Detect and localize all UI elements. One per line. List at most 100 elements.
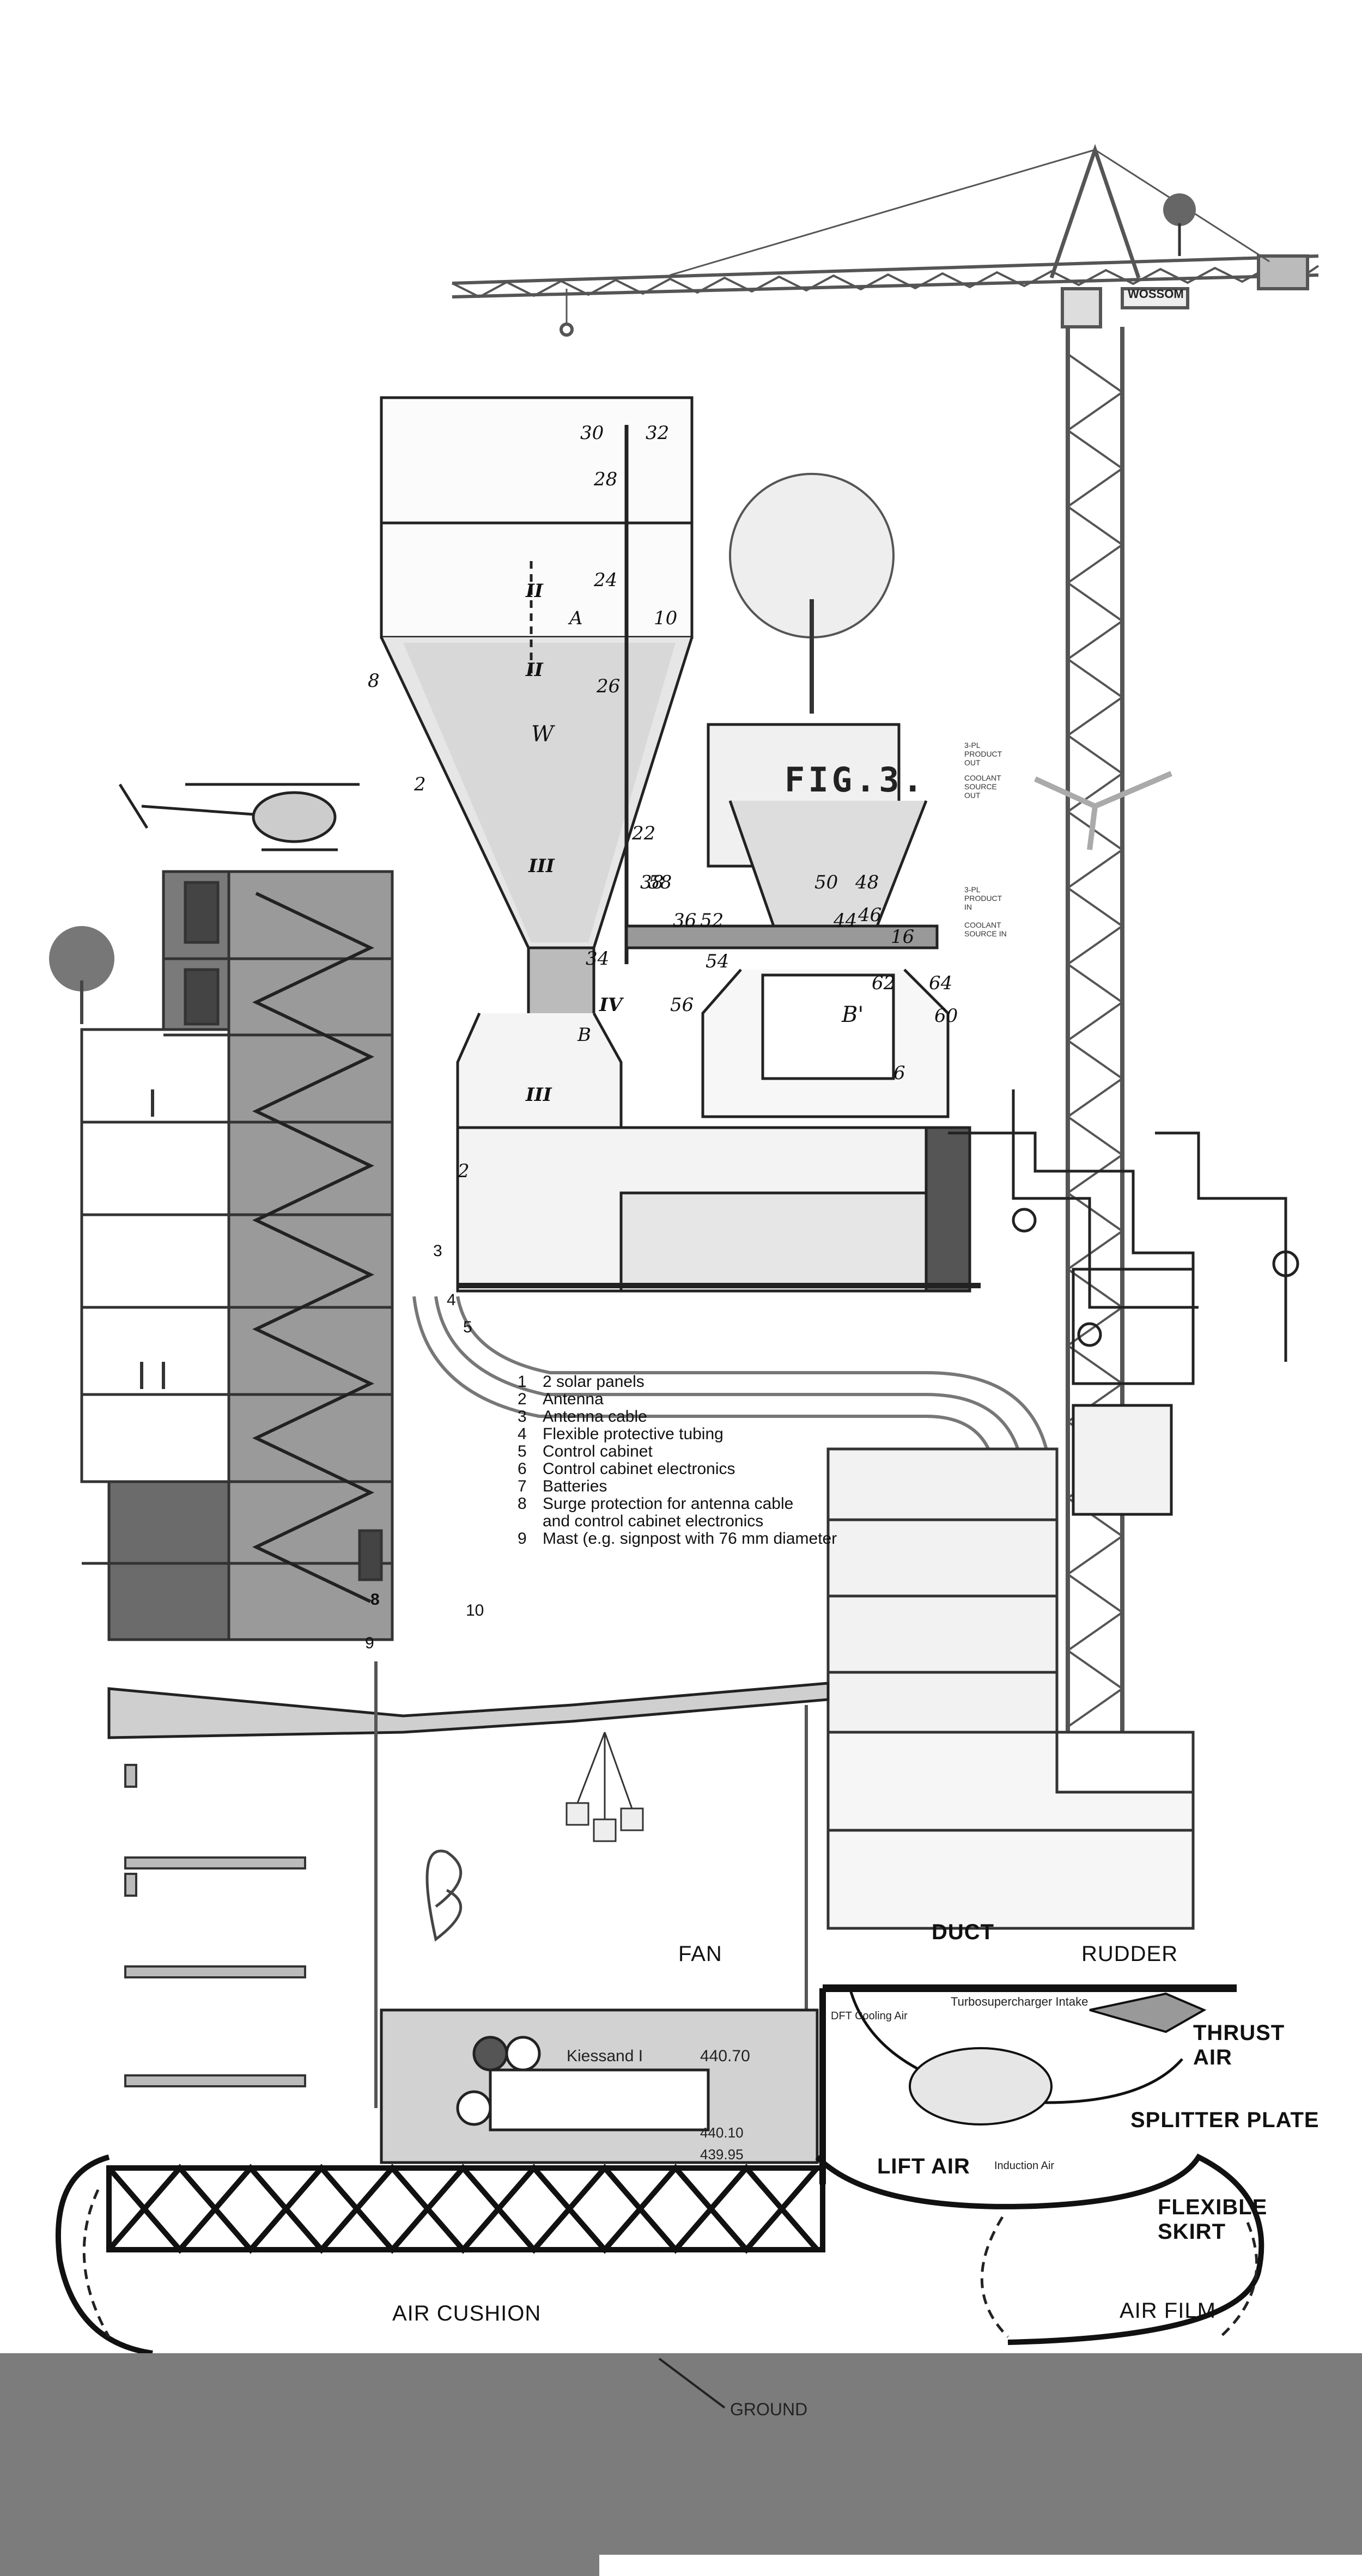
hanging-cubes bbox=[566, 1732, 644, 1842]
part-label: 2 bbox=[414, 774, 426, 795]
hovercraft-section bbox=[819, 1984, 1237, 2184]
legend-text: Control cabinet bbox=[543, 1442, 653, 1460]
part-label: 28 bbox=[594, 468, 618, 490]
part-label: 26 bbox=[597, 675, 621, 697]
part-label: 46 bbox=[858, 904, 882, 926]
right-building-section bbox=[826, 1447, 1195, 1930]
thrust-air-label: THRUST bbox=[1193, 2021, 1285, 2045]
callout-number: 3 bbox=[433, 1242, 442, 1260]
part-label: 22 bbox=[632, 823, 656, 844]
level-label: 440.70 bbox=[700, 2047, 750, 2065]
air-film-label: AIR FILM bbox=[1120, 2299, 1216, 2323]
flexible-skirt bbox=[56, 2153, 1264, 2356]
legend-text: Flexible protective tubing bbox=[543, 1425, 723, 1443]
legend-text: Mast (e.g. signpost with 76 mm diameter bbox=[543, 1530, 837, 1548]
legend-text: Batteries bbox=[543, 1477, 607, 1495]
duct-label: DUCT bbox=[932, 1920, 995, 1944]
air-cushion-arrows bbox=[82, 2189, 1258, 2338]
legend-number: 7 bbox=[518, 1477, 527, 1495]
lift-air-label: LIFT AIR bbox=[877, 2154, 970, 2178]
legend-number: 2 bbox=[518, 1390, 527, 1408]
basement-tank bbox=[380, 2008, 819, 2164]
crane-brand: WOSSOM bbox=[1128, 287, 1184, 301]
part-label: III bbox=[528, 855, 555, 877]
part-label: II bbox=[526, 659, 543, 681]
part-label: 52 bbox=[700, 910, 724, 931]
garden-slope bbox=[107, 1682, 830, 1739]
left-tree-icon bbox=[49, 926, 114, 1024]
legend-number: 9 bbox=[518, 1530, 527, 1548]
legend-text: 2 solar panels bbox=[543, 1373, 644, 1391]
level-label: 439.95 bbox=[700, 2146, 744, 2163]
legend-number: 3 bbox=[518, 1408, 527, 1426]
legend-number: 6 bbox=[518, 1460, 527, 1478]
legend-text: Surge protection for antenna cable bbox=[543, 1495, 794, 1513]
fig3-tower bbox=[625, 723, 950, 1118]
ground-label: GROUND bbox=[730, 2400, 808, 2419]
part-label: W bbox=[531, 722, 554, 747]
helicopter-icon bbox=[118, 783, 360, 851]
engine-label: Induction Air bbox=[994, 2160, 1055, 2172]
part-label: B bbox=[577, 1024, 591, 1046]
part-label: 38 bbox=[640, 872, 664, 893]
flexible-skirt-label: SKIRT bbox=[1158, 2220, 1226, 2244]
piping-schematic bbox=[948, 1089, 1299, 1728]
cushion-truss bbox=[106, 2164, 825, 2254]
product-out-label: 3-PL PRODUCT OUT bbox=[964, 741, 1002, 767]
part-label: 8 bbox=[368, 670, 380, 692]
part-label: 50 bbox=[814, 872, 838, 893]
part-label: 44 bbox=[834, 910, 858, 931]
air-cushion-label: AIR CUSHION bbox=[392, 2301, 542, 2325]
callout-number: 4 bbox=[447, 1291, 456, 1309]
crane-tree-icon bbox=[1163, 193, 1196, 256]
left-terraces bbox=[124, 1764, 306, 2087]
part-label: 24 bbox=[594, 569, 618, 591]
level-label: 440.10 bbox=[700, 2124, 744, 2141]
engine-label: DFT Cooling Air bbox=[831, 2010, 908, 2022]
left-building-section bbox=[80, 870, 394, 1641]
part-label: 54 bbox=[706, 951, 729, 972]
coolant-in-label: COOLANT SOURCE IN bbox=[964, 921, 1007, 938]
legend-text: Control cabinet electronics bbox=[543, 1460, 735, 1478]
splitter-plate-label: SPLITTER PLATE bbox=[1130, 2108, 1320, 2132]
part-label: A bbox=[569, 607, 583, 629]
figure-title: FIG.3. bbox=[785, 760, 926, 800]
callout-number: 9 bbox=[365, 1634, 374, 1652]
legend-number: 1 bbox=[518, 1373, 527, 1391]
legend-text: and control cabinet electronics bbox=[543, 1512, 764, 1530]
thrust-air-label: AIR bbox=[1193, 2045, 1232, 2069]
coolant-out-label: COOLANT SOURCE OUT bbox=[964, 774, 1001, 800]
material-label: Kiessand I bbox=[567, 2047, 643, 2065]
flexible-skirt-label: FLEXIBLE bbox=[1158, 2195, 1268, 2219]
callout-number: 10 bbox=[466, 1601, 484, 1619]
ground-band bbox=[0, 2353, 1362, 2576]
engine-label: Turbosupercharger Intake bbox=[951, 1995, 1089, 2008]
part-label: 6 bbox=[893, 1062, 905, 1084]
legend-number: 4 bbox=[518, 1425, 527, 1443]
center-hall-section bbox=[456, 1126, 981, 1293]
part-label: 56 bbox=[670, 994, 694, 1016]
part-label: 2 bbox=[458, 1160, 470, 1182]
part-label: 32 bbox=[646, 422, 670, 444]
wind-turbine-icon bbox=[1033, 771, 1172, 850]
legend-text: Antenna cable bbox=[543, 1408, 647, 1426]
ground-leader bbox=[658, 2358, 726, 2409]
legend-number: 8 bbox=[518, 1495, 527, 1513]
legend-number: 5 bbox=[518, 1442, 527, 1460]
part-label: 34 bbox=[586, 948, 610, 970]
part-label: B' bbox=[842, 1002, 864, 1027]
ground-gap bbox=[599, 2555, 1362, 2576]
part-label: 48 bbox=[855, 872, 879, 893]
fan-label: FAN bbox=[678, 1942, 722, 1966]
rudder-label: RUDDER bbox=[1081, 1942, 1178, 1966]
part-label: II bbox=[526, 580, 543, 602]
part-label: 60 bbox=[934, 1005, 958, 1027]
part-label: III bbox=[526, 1084, 552, 1106]
spiral-stair bbox=[425, 1849, 463, 1942]
part-label: 36 bbox=[673, 910, 697, 931]
part-label: IV bbox=[599, 994, 623, 1016]
legend-text: Antenna bbox=[543, 1390, 604, 1408]
part-label: 10 bbox=[654, 607, 678, 629]
